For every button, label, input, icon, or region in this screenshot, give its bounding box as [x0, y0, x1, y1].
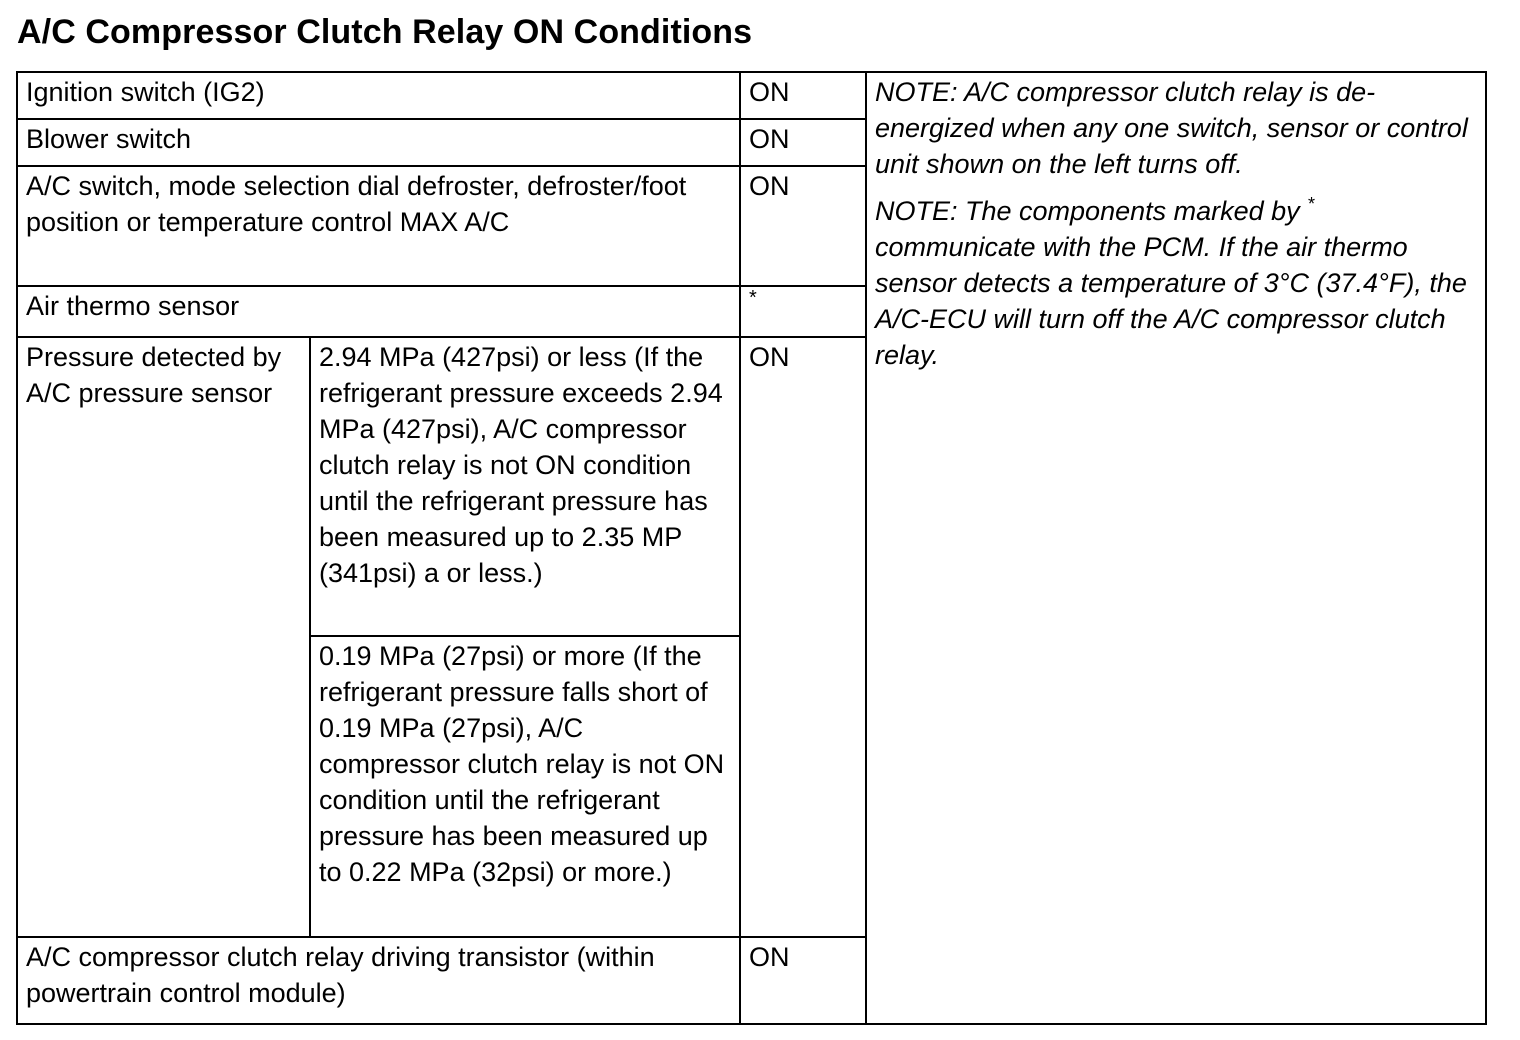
row-label-ac-switch: A/C switch, mode selection dial defroste…	[16, 165, 741, 287]
conditions-table: Ignition switch (IG2) ON NOTE: A/C compr…	[16, 71, 1487, 1025]
page-title: A/C Compressor Clutch Relay ON Condition…	[17, 13, 753, 51]
note-pcm-body: communicate with the PCM. If the air the…	[875, 232, 1467, 370]
asterisk-marker: *	[749, 287, 757, 309]
row-label-driving-transistor: A/C compressor clutch relay driving tran…	[16, 936, 741, 1025]
table-row: Blower switch ON	[16, 118, 1486, 167]
note-de-energized: NOTE: A/C compressor clutch relay is de-…	[875, 77, 1468, 179]
note-pcm-intro: NOTE: The components marked by	[875, 196, 1300, 226]
row-state-blower-switch: ON	[739, 118, 867, 167]
row-label-air-thermo-sensor: Air thermo sensor	[16, 285, 741, 338]
asterisk-marker: *	[1307, 194, 1315, 214]
pressure-condition-upper: 2.94 MPa (427psi) or less (If the refrig…	[309, 336, 741, 637]
row-label-pressure-sensor: Pressure detected by A/C pressure sensor	[16, 336, 311, 938]
row-state-ac-switch: ON	[739, 165, 867, 287]
row-state-pressure-sensor: ON	[739, 336, 867, 938]
row-state-ignition-switch: ON	[739, 71, 867, 120]
row-state-driving-transistor: ON	[739, 936, 867, 1025]
note-pcm-communication: NOTE: The components marked by * communic…	[875, 193, 1477, 373]
table-row: Pressure detected by A/C pressure sensor…	[16, 336, 1486, 938]
notes-cell: NOTE: A/C compressor clutch relay is de-…	[865, 71, 1487, 1025]
table-row: 0.19 MPa (27psi) or more (If the refrige…	[17, 635, 1486, 938]
table-row: A/C compressor clutch relay driving tran…	[16, 936, 1486, 1025]
table-row: A/C switch, mode selection dial defroste…	[16, 165, 1486, 287]
row-label-ignition-switch: Ignition switch (IG2)	[16, 71, 741, 120]
row-state-air-thermo-sensor: *	[739, 285, 867, 338]
pressure-condition-lower: 0.19 MPa (27psi) or more (If the refrige…	[309, 635, 741, 938]
table-row: Air thermo sensor *	[16, 285, 1486, 338]
table-row: Ignition switch (IG2) ON NOTE: A/C compr…	[16, 71, 1487, 1025]
row-label-blower-switch: Blower switch	[16, 118, 741, 167]
